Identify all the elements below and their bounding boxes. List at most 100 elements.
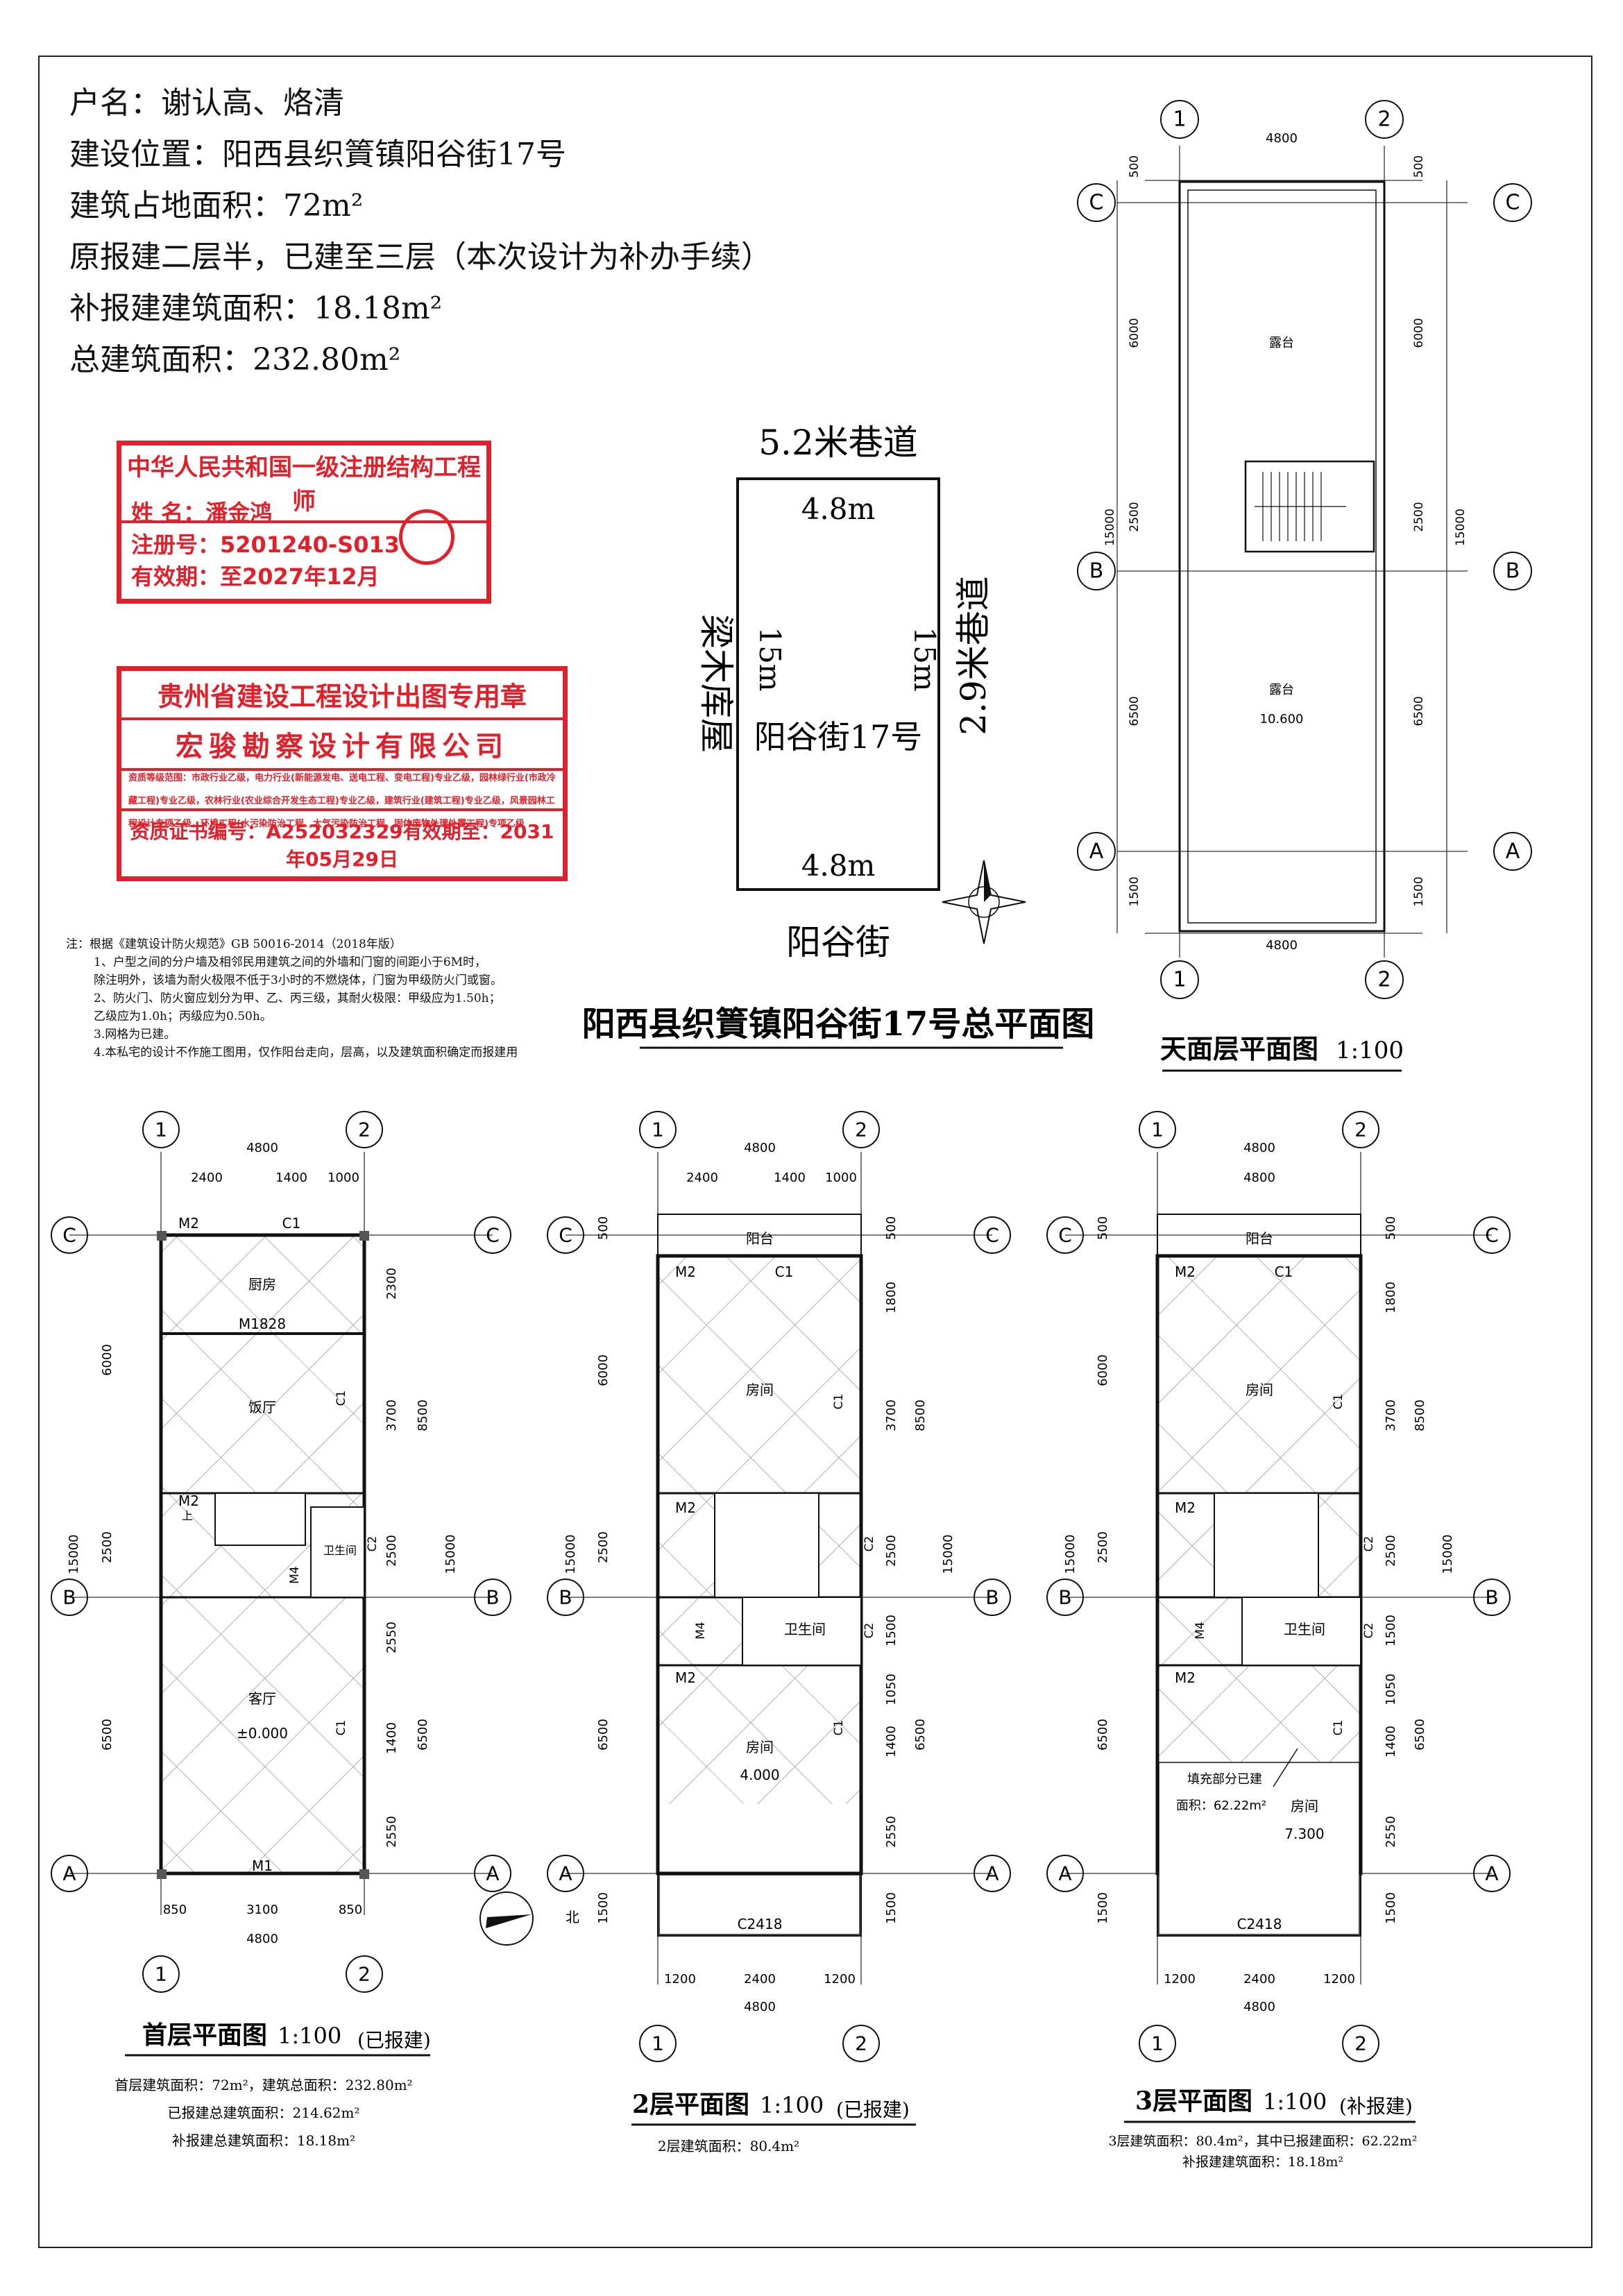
floor1-dim: 3700 <box>384 1400 399 1431</box>
grid-bubble-2: 2 <box>1377 968 1391 992</box>
floor2-window-c2418: C2418 <box>738 1916 783 1932</box>
floor1-living: 客厅 <box>248 1690 276 1707</box>
floor1-dim: 4800 <box>246 1141 278 1155</box>
north-label: 北 <box>566 1909 579 1925</box>
grid-bubble-2: 2 <box>358 1119 371 1141</box>
grid-bubble-b: B <box>1506 559 1520 584</box>
floor2-dim: 15000 <box>941 1534 955 1574</box>
floor1-dining: 饭厅 <box>248 1399 276 1415</box>
floor1-window-c1: C1 <box>282 1215 301 1232</box>
floor2-room: 房间 <box>746 1739 774 1755</box>
floor3-door-m2: M2 <box>1175 1669 1196 1686</box>
grid-bubble-a: A <box>1485 1862 1498 1885</box>
floor2-area-line1: 2层建筑面积：80.4m² <box>658 2138 799 2154</box>
floor2-window-c1: C1 <box>832 1720 846 1736</box>
roof-dim: 6000 <box>1128 318 1141 348</box>
floor3-window-c1: C1 <box>1332 1720 1345 1736</box>
floor1-window-c2: C2 <box>366 1536 380 1552</box>
floor3-dim: 1050 <box>1384 1674 1398 1706</box>
floor1-door-m2: M2 <box>178 1215 199 1232</box>
floor3-dim: 4800 <box>1243 1171 1275 1185</box>
floor2-level: 4.000 <box>740 1767 779 1783</box>
company-name: 宏骏勘察设计有限公司 <box>121 724 563 771</box>
company-scope: 资质等级范围：市政行业乙级，电力行业(新能源发电、送电工程、变电工程)专业乙级，… <box>128 773 556 829</box>
grid-bubble-2: 2 <box>1354 1119 1367 1141</box>
floor3-dim: 1800 <box>1384 1282 1398 1313</box>
floor1-scale: 1:100 <box>278 2023 341 2049</box>
floor3-door-m2: M2 <box>1175 1499 1196 1516</box>
roof-plan: 露台 露台 10.600 4800 4800 500 6000 2500 650… <box>1077 100 1532 1072</box>
floor3-dim: 1200 <box>1323 1972 1355 1987</box>
site-dim-right: 15m <box>908 627 942 691</box>
floor1-door-m1828: M1828 <box>239 1316 286 1332</box>
floor1-dim: 15000 <box>67 1534 81 1574</box>
roof-dim: 15000 <box>1454 509 1468 546</box>
floor2-dim: 1500 <box>884 1615 899 1647</box>
floor2-dim: 1000 <box>825 1171 857 1185</box>
floor3-area-line2: 补报建建筑面积：18.18m² <box>1182 2154 1343 2170</box>
engineer-reg: 注册号：5201240-S013 <box>131 532 400 558</box>
site-bottom-road: 阳谷街 <box>786 922 890 962</box>
floor2-wc <box>742 1597 862 1666</box>
grid-bubble-2: 2 <box>855 1119 867 1141</box>
grid-bubble-a: A <box>559 1862 572 1885</box>
floor1-dim: 2400 <box>191 1171 223 1185</box>
grid-bubble-c: C <box>985 1224 999 1247</box>
floor2-dim: 2500 <box>884 1535 899 1567</box>
note-line: 2、防火门、防火窗应划分为甲、乙、丙三级，其耐火极限：甲级应为1.50h； <box>94 992 501 1005</box>
grid-bubble-b: B <box>559 1586 572 1609</box>
floor3-plan: 阳台 房间 房间 7.300 卫生间 C2418 填充部分已建 面积：62.22… <box>1046 1111 1511 2170</box>
floor3-dim: 15000 <box>1063 1534 1078 1574</box>
floor3-door-m2: M2 <box>1175 1264 1196 1280</box>
company-stamp-title: 贵州省建设工程设计出图专用章 <box>121 675 563 720</box>
grid-bubble-c: C <box>1089 191 1104 215</box>
floor2-dim: 4800 <box>744 2000 776 2014</box>
floor2-dim: 1400 <box>884 1726 899 1758</box>
floor2-dim: 2500 <box>596 1531 611 1563</box>
floor1-dim: 15000 <box>443 1534 458 1574</box>
roof-dim-top: 4800 <box>1266 131 1298 146</box>
roof-dim: 500 <box>1128 155 1141 178</box>
supplement-area: 补报建建筑面积：18.18m² <box>69 291 443 326</box>
floor2-dim: 500 <box>596 1216 611 1240</box>
engineer-stamp-title: 中华人民共和国一级注册结构工程师 <box>121 448 486 523</box>
grid-bubble-1: 1 <box>1151 1119 1164 1141</box>
floor2-dim: 1400 <box>774 1171 806 1185</box>
grid-bubble-b: B <box>985 1586 999 1609</box>
grid-bubble-a: A <box>985 1862 999 1885</box>
build-location: 建设位置：阳西县织篢镇阳谷街17号 <box>69 137 566 172</box>
site-dim-left: 15m <box>753 627 787 691</box>
roof-outline <box>1178 180 1386 933</box>
floor3-dim: 3700 <box>1384 1400 1398 1431</box>
grid-bubble-a: A <box>1058 1862 1071 1885</box>
floor1-door-m2: M2 <box>178 1493 199 1509</box>
fire-code-notes: 注：根据《建筑设计防火规范》GB 50016-2014（2018年版） 1、户型… <box>66 935 642 1062</box>
floor2-window-c2: C2 <box>863 1536 876 1552</box>
roof-parapet <box>1187 189 1377 924</box>
north-arrow-icon <box>479 1891 534 1946</box>
floor1-dim: 3100 <box>246 1903 278 1917</box>
roof-plan-scale: 1:100 <box>1336 1037 1404 1064</box>
roof-level: 10.600 <box>1260 712 1304 726</box>
floor1-dim: 6000 <box>100 1344 114 1376</box>
floor3-window-c1: C1 <box>1275 1264 1293 1280</box>
floor2-door-m4: M4 <box>694 1622 708 1639</box>
grid-bubble-b: B <box>1485 1586 1498 1609</box>
floor1-wc-label: 卫生间 <box>323 1544 357 1557</box>
floor3-dim: 500 <box>1384 1216 1398 1240</box>
roof-dim: 2500 <box>1412 502 1426 532</box>
floor1-dim: 2500 <box>100 1531 114 1563</box>
engineer-name: 姓 名：潘金鸿 <box>131 500 273 526</box>
floor3-dim: 2400 <box>1243 1972 1275 1987</box>
site-right-road: 2.9米巷道 <box>953 576 994 735</box>
floor2-dim: 6000 <box>596 1354 611 1386</box>
engineer-stamp: 中华人民共和国一级注册结构工程师 姓 名：潘金鸿 注册号：5201240-S01… <box>117 441 491 604</box>
floor1-dim: 2500 <box>384 1535 399 1567</box>
floor1-door-m1: M1 <box>252 1857 273 1874</box>
floor2-dim: 8500 <box>913 1400 928 1431</box>
note-line: 注：根据《建筑设计防火规范》GB 50016-2014（2018年版） <box>66 937 402 951</box>
floor1-dim: 1400 <box>275 1171 307 1185</box>
grid-bubble-c: C <box>62 1224 76 1247</box>
site-left-neighbor: 梁木库屋 <box>696 614 736 753</box>
